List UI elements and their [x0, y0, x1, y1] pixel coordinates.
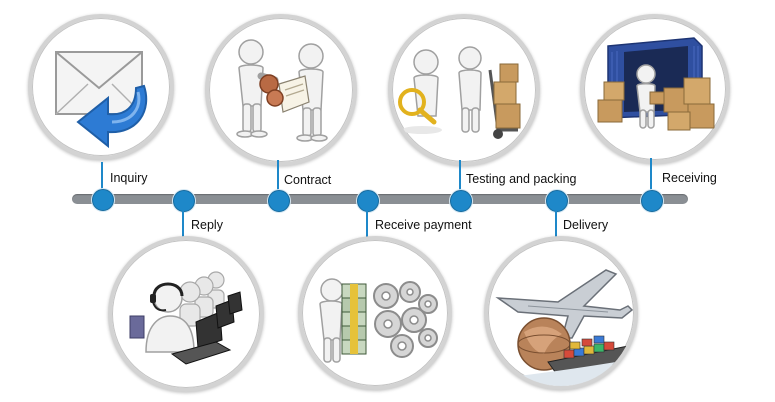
inspection-cart-boxes-icon [398, 46, 521, 139]
reply-connector [182, 210, 184, 238]
inquiry-marker [92, 189, 114, 211]
contract-illustration [205, 14, 357, 166]
delivery-connector [555, 210, 557, 238]
airplane-ship-globe-icon [495, 269, 634, 386]
contract-connector [277, 160, 279, 194]
delivery-label: Delivery [563, 218, 609, 232]
receiving-label: Receiving [662, 171, 717, 185]
delivery-marker [546, 190, 568, 212]
receiving-illustration [580, 14, 730, 164]
call-center-operators-icon [129, 271, 243, 365]
reply-illustration [108, 236, 264, 392]
receive-payment-marker [357, 190, 379, 212]
contract-marker [268, 190, 290, 212]
reply-label: Reply [191, 218, 223, 232]
inquiry-connector [101, 162, 103, 194]
receive-payment-illustration [298, 236, 452, 390]
testing-packing-marker [450, 190, 472, 212]
container-boxes-icon [597, 37, 715, 131]
receive-payment-connector [366, 210, 368, 238]
delivery-illustration [484, 236, 638, 390]
money-gears-icon [319, 278, 438, 363]
envelope-reply-arrow-icon [55, 51, 148, 149]
inquiry-label: Inquiry [110, 171, 148, 185]
receive-payment-label: Receive payment [375, 218, 472, 232]
reply-marker [173, 190, 195, 212]
testing-packing-illustration [388, 14, 540, 166]
contract-label: Contract [284, 173, 332, 187]
timeline-bar [72, 194, 688, 204]
testing-packing-connector [459, 160, 461, 194]
inquiry-illustration [28, 14, 174, 160]
receiving-marker [641, 190, 663, 212]
handshake-contract-icon [236, 39, 328, 142]
receiving-connector [650, 158, 652, 194]
testing-packing-label: Testing and packing [466, 172, 577, 186]
